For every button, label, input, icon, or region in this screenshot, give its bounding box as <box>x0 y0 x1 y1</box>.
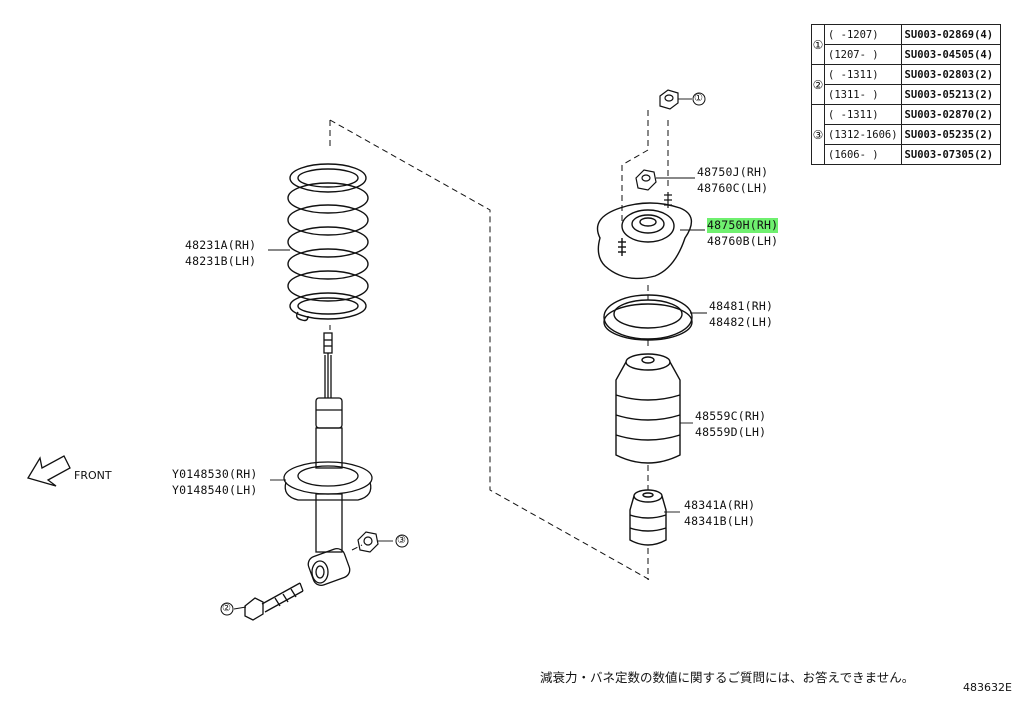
front-arrow-icon <box>27 455 71 487</box>
spring-insulator <box>603 294 693 341</box>
top-nut <box>659 89 679 110</box>
table-part-number[interactable]: SU003-05213(2) <box>900 84 1001 105</box>
table-part-number[interactable]: SU003-05235(2) <box>900 124 1001 145</box>
table-range: ( -1311) <box>824 104 902 125</box>
part-label-bumper-lh[interactable]: 48341B(LH) <box>684 514 756 528</box>
dust-boot <box>615 353 681 464</box>
table-row: (1312-1606) SU003-05235(2) <box>812 124 1001 145</box>
lower-nut <box>357 531 379 553</box>
part-label-spring-lh[interactable]: 48231B(LH) <box>185 254 257 268</box>
circled-markers <box>220 92 706 616</box>
table-row: (1207- ) SU003-04505(4) <box>812 44 1001 65</box>
lower-bolt <box>244 582 304 621</box>
reference-table: ① ( -1207) SU003-02869(4) (1207- ) SU003… <box>811 24 1001 165</box>
part-label-insulator-rh[interactable]: 48481(RH) <box>709 299 774 313</box>
part-label-spring-rh[interactable]: 48231A(RH) <box>185 238 257 252</box>
table-row: (1606- ) SU003-07305(2) <box>812 144 1001 165</box>
table-range: (1312-1606) <box>824 124 902 145</box>
table-part-number[interactable]: SU003-02869(4) <box>900 24 1001 45</box>
part-label-insulator-lh[interactable]: 48482(LH) <box>709 315 774 329</box>
part-label-support-sub-rh[interactable]: 48750J(RH) <box>697 165 769 179</box>
shock-absorber <box>283 332 373 586</box>
assembly-dashed-lines <box>329 110 669 581</box>
table-range: ( -1207) <box>824 24 902 45</box>
table-range: (1207- ) <box>824 44 902 65</box>
part-label-boot-lh[interactable]: 48559D(LH) <box>695 425 767 439</box>
marker-2-label: ② <box>222 603 232 614</box>
part-label-absorber-lh[interactable]: Y0148540(LH) <box>172 483 258 497</box>
table-range: (1606- ) <box>824 144 902 165</box>
table-part-number[interactable]: SU003-02870(2) <box>900 104 1001 125</box>
marker-3-label: ③ <box>397 535 407 546</box>
suspension-support <box>596 202 693 280</box>
part-label-boot-rh[interactable]: 48559C(RH) <box>695 409 767 423</box>
part-label-support-lh[interactable]: 48760B(LH) <box>707 234 779 248</box>
table-row: ① ( -1207) SU003-02869(4) <box>811 24 1001 65</box>
table-row: (1311- ) SU003-05213(2) <box>812 84 1001 105</box>
bump-stopper <box>629 489 667 546</box>
part-label-support-rh[interactable]: 48750H(RH) <box>707 218 779 233</box>
part-label-bumper-rh[interactable]: 48341A(RH) <box>684 498 756 512</box>
leader-lines <box>233 98 707 610</box>
marker-1-label: ① <box>694 93 704 104</box>
table-part-number[interactable]: SU003-04505(4) <box>900 44 1001 65</box>
part-label-support-sub-lh[interactable]: 48760C(LH) <box>697 181 769 195</box>
figure-code: 483632E <box>963 681 1012 694</box>
table-marker: ① <box>811 24 825 65</box>
front-label: FRONT <box>74 469 112 482</box>
table-row: ③ ( -1311) SU003-02870(2) <box>811 104 1001 165</box>
coil-spring <box>287 163 369 322</box>
table-range: (1311- ) <box>824 84 902 105</box>
table-marker: ③ <box>811 104 825 165</box>
table-range: ( -1311) <box>824 64 902 85</box>
support-nut <box>635 169 672 208</box>
part-label-absorber-rh[interactable]: Y0148530(RH) <box>172 467 258 481</box>
disclaimer-note: 減衰力・バネ定数の数値に関するご質問には、お答えできません。 <box>540 670 915 685</box>
table-row: ② ( -1311) SU003-02803(2) <box>811 64 1001 105</box>
table-marker: ② <box>811 64 825 105</box>
table-part-number[interactable]: SU003-07305(2) <box>900 144 1001 165</box>
table-part-number[interactable]: SU003-02803(2) <box>900 64 1001 85</box>
